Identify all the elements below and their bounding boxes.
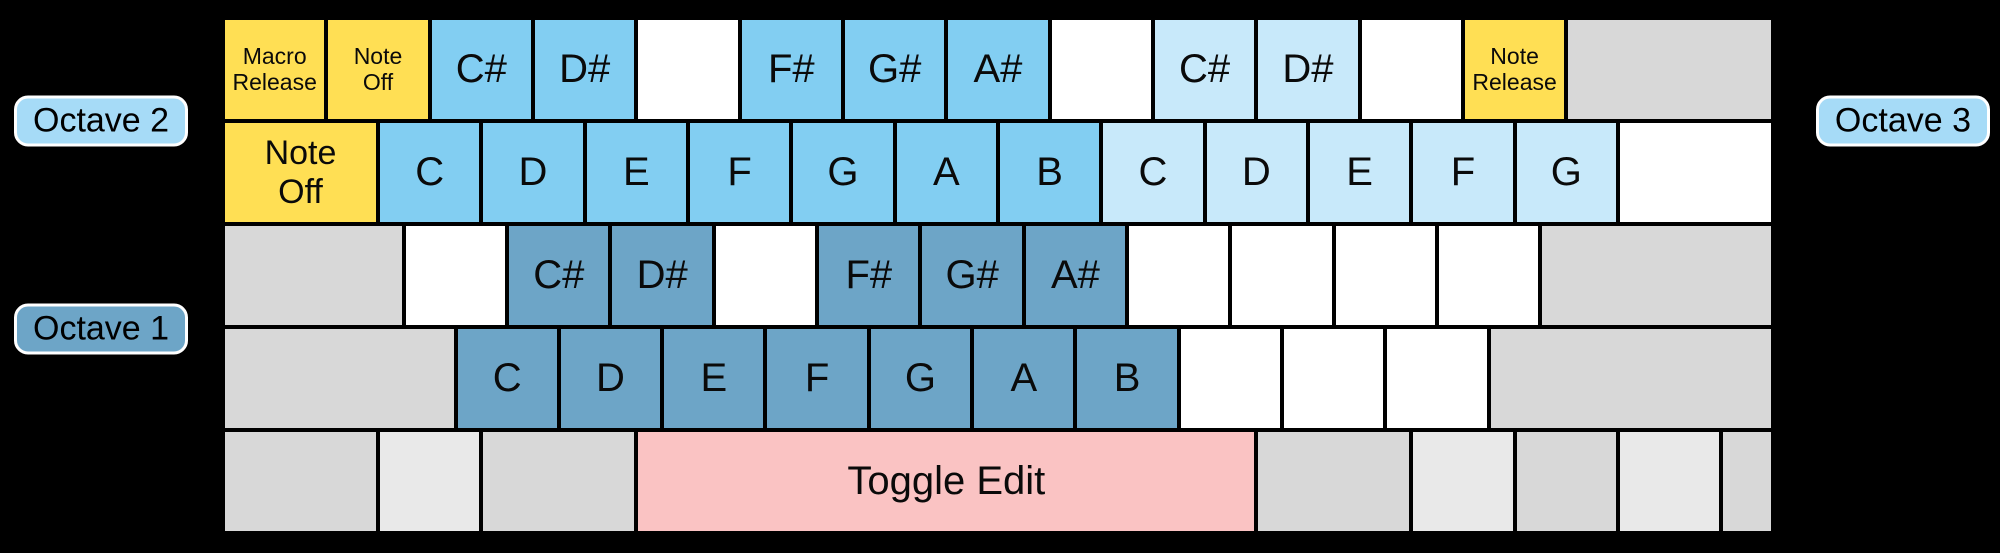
key-c[interactable]: C: [378, 121, 482, 224]
key-a-sharp[interactable]: A#: [946, 18, 1050, 121]
octave-2-label: Octave 2: [14, 95, 189, 147]
key-c-sharp[interactable]: C#: [1152, 18, 1257, 121]
key-c-sharp[interactable]: C#: [429, 18, 533, 121]
key-c[interactable]: C: [1101, 121, 1205, 224]
key-f-sharp[interactable]: F#: [739, 18, 843, 121]
key-c-sharp[interactable]: C#: [507, 224, 611, 327]
note-off-key[interactable]: Note Off: [326, 18, 430, 121]
key-e[interactable]: E: [662, 327, 766, 430]
note-off-key[interactable]: Note Off: [223, 121, 378, 224]
inactive-cell: [223, 327, 456, 430]
macro-release-key[interactable]: Macro Release: [223, 18, 327, 121]
inactive-cell: [1721, 430, 1773, 533]
blank-key: [1282, 327, 1386, 430]
key-b[interactable]: B: [1075, 327, 1179, 430]
key-f-sharp[interactable]: F#: [817, 224, 921, 327]
key-a[interactable]: A: [972, 327, 1076, 430]
key-a[interactable]: A: [894, 121, 998, 224]
blank-key: [1178, 327, 1283, 430]
inactive-cell: [1488, 327, 1773, 430]
octave-1-label: Octave 1: [14, 303, 189, 355]
octave-1-sharps-row: C#D# F#G#A#: [223, 224, 1773, 327]
key-c[interactable]: C: [455, 327, 559, 430]
key-d[interactable]: D: [481, 121, 585, 224]
octave-3-label: Octave 3: [1815, 95, 1990, 147]
key-e[interactable]: E: [584, 121, 688, 224]
inactive-cell: [1540, 224, 1773, 327]
key-f[interactable]: F: [1411, 121, 1515, 224]
key-f[interactable]: F: [687, 121, 792, 224]
blank-key: [403, 224, 508, 327]
blank-key: [1385, 327, 1489, 430]
inactive-cell: [1566, 18, 1773, 121]
key-g[interactable]: G: [868, 327, 973, 430]
key-d-sharp[interactable]: D#: [610, 224, 714, 327]
key-d[interactable]: D: [1204, 121, 1308, 224]
inactive-cell: [1617, 430, 1722, 533]
key-e[interactable]: E: [1307, 121, 1412, 224]
key-a-sharp[interactable]: A#: [1023, 224, 1128, 327]
key-g-sharp[interactable]: G#: [842, 18, 947, 121]
inactive-cell: [1411, 430, 1515, 533]
inactive-cell: [1256, 430, 1412, 533]
key-d-sharp[interactable]: D#: [532, 18, 637, 121]
key-d[interactable]: D: [558, 327, 663, 430]
function-row: Toggle Edit: [223, 430, 1773, 533]
inactive-cell: [378, 430, 482, 533]
blank-key: [1049, 18, 1153, 121]
blank-key: [1333, 224, 1438, 327]
key-g-sharp[interactable]: G#: [920, 224, 1024, 327]
inactive-cell: [223, 430, 378, 533]
inactive-cell: [481, 430, 637, 533]
key-f[interactable]: F: [765, 327, 869, 430]
key-g[interactable]: G: [791, 121, 895, 224]
blank-key: [1617, 121, 1773, 224]
key-d-sharp[interactable]: D#: [1256, 18, 1360, 121]
blank-key: [1127, 224, 1231, 327]
toggle-edit-key[interactable]: Toggle Edit: [636, 430, 1257, 533]
blank-key: [1359, 18, 1463, 121]
inactive-cell: [223, 224, 404, 327]
key-g[interactable]: G: [1514, 121, 1618, 224]
note-release-key[interactable]: Note Release: [1462, 18, 1567, 121]
blank-key: [1437, 224, 1541, 327]
blank-key: [1230, 224, 1334, 327]
blank-key: [713, 224, 818, 327]
blank-key: [636, 18, 740, 121]
key-b[interactable]: B: [997, 121, 1102, 224]
inactive-cell: [1514, 430, 1618, 533]
